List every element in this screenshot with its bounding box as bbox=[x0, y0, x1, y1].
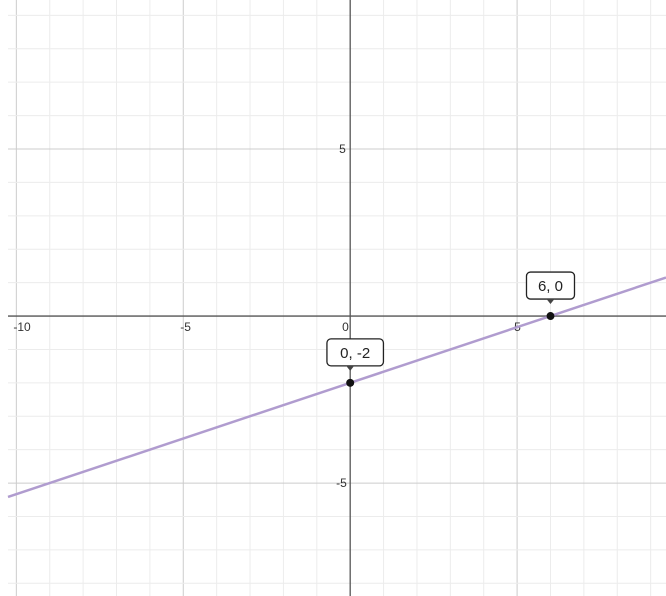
label-pointer bbox=[546, 299, 555, 305]
x-tick-label: -10 bbox=[13, 320, 31, 334]
point-label: 0, -2 bbox=[326, 338, 385, 371]
y-tick-label: -5 bbox=[336, 476, 347, 490]
y-tick-label: 5 bbox=[339, 142, 346, 156]
label-text: 0, -2 bbox=[340, 345, 370, 362]
label-text: 6, 0 bbox=[538, 278, 563, 295]
label-box bbox=[326, 338, 385, 367]
x-tick-label: -5 bbox=[180, 320, 191, 334]
data-point bbox=[346, 378, 355, 387]
point-label: 6, 0 bbox=[525, 271, 576, 305]
x-tick-label: 0 bbox=[342, 320, 349, 334]
label-pointer bbox=[346, 365, 355, 371]
series-line bbox=[7, 276, 666, 499]
data-point bbox=[546, 312, 555, 321]
